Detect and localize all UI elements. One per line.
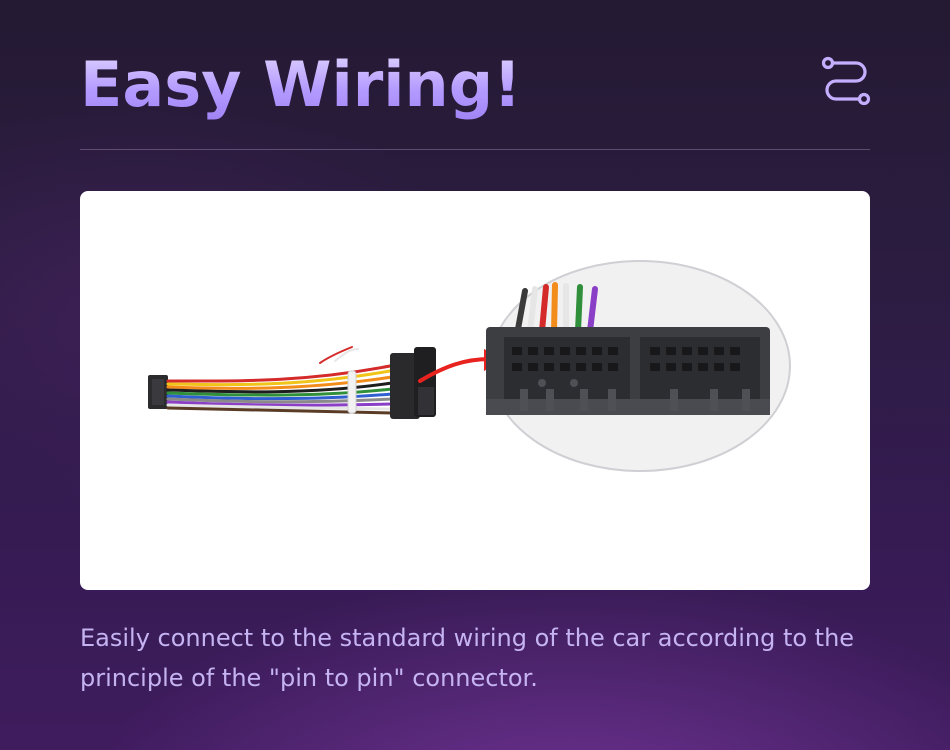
wire-bundle <box>166 346 394 415</box>
header-divider <box>80 149 870 150</box>
magnified-connector-view <box>486 260 791 472</box>
page-title: Easy Wiring! <box>80 40 521 130</box>
wiring-harness-photo <box>80 191 870 590</box>
cable-tie <box>347 370 357 414</box>
description-text: Easily connect to the standard wiring of… <box>80 624 855 692</box>
small-connector <box>148 375 168 409</box>
route-icon <box>821 56 871 106</box>
harness-connector <box>390 347 436 419</box>
